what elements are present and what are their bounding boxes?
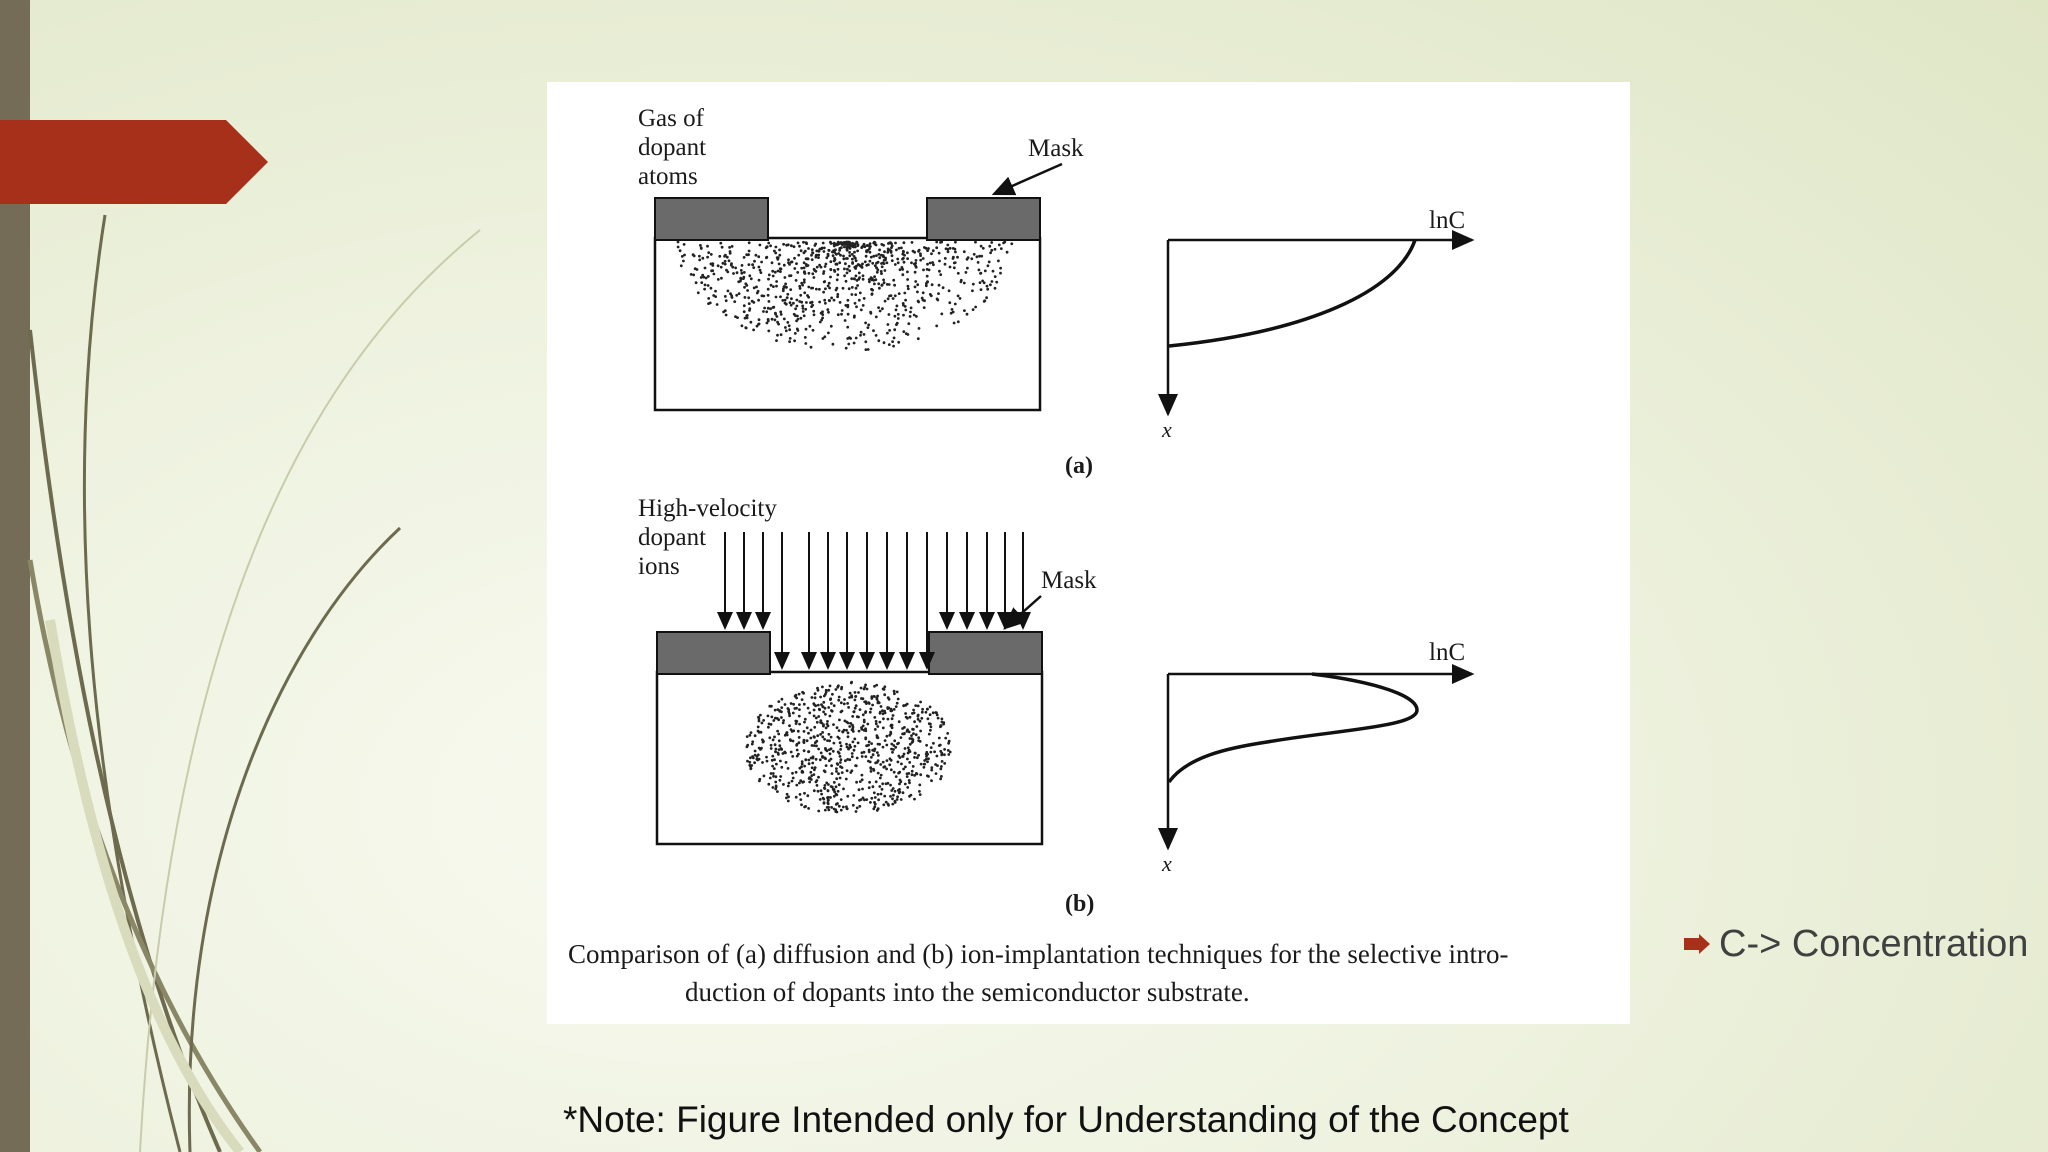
caption-line-2: duction of dopants into the semiconducto…: [685, 977, 1250, 1007]
panel-label-a: (a): [1065, 453, 1093, 479]
bullet-text: C-> Concentration: [1719, 922, 2029, 965]
gas-label-line2: dopant: [638, 134, 706, 161]
profile-graph-a: lnC x: [1158, 207, 1475, 442]
dopant-dots-b: [745, 680, 952, 814]
substrate-a: [653, 236, 1042, 412]
substrate-b: [655, 670, 1044, 846]
gas-label-line3: atoms: [638, 163, 698, 190]
swoosh-curves: [27, 214, 481, 1152]
profile-graph-b: lnC x: [1158, 639, 1475, 876]
mask-right-a: [926, 197, 1041, 241]
arrow-bullet-icon: [1684, 934, 1710, 954]
implantation-profile-curve: [1167, 672, 1419, 784]
diffusion-diagram: Gas of dopant atoms Mask: [638, 105, 1084, 412]
diffusion-profile-curve: [1168, 239, 1417, 348]
footnote: *Note: Figure Intended only for Understa…: [563, 1099, 1569, 1140]
mask-left-b: [656, 631, 771, 675]
mask-right-b: [928, 631, 1043, 675]
mask-label-a: Mask: [1028, 135, 1084, 162]
dopant-dots-a: [676, 240, 1014, 351]
gas-label-line1: Gas of: [638, 105, 705, 132]
figure-panel: Gas of dopant atoms Mask lnC x (a) High-…: [547, 82, 1630, 1024]
axis-lnc-label-a: lnC: [1429, 207, 1465, 234]
axis-x-label-a: x: [1161, 417, 1172, 442]
ions-label-line2: dopant: [638, 524, 706, 551]
axis-x-label-b: x: [1161, 851, 1172, 876]
mask-left-a: [654, 197, 769, 241]
axis-lnc-label-b: lnC: [1429, 639, 1465, 666]
mask-label-b: Mask: [1041, 567, 1097, 594]
section-arrow-tab: [0, 120, 268, 204]
ions-label-line1: High-velocity: [638, 495, 777, 522]
caption-line-1: Comparison of (a) diffusion and (b) ion-…: [568, 939, 1509, 969]
panel-label-b: (b): [1065, 891, 1094, 917]
implantation-diagram: High-velocity dopant ions Mask: [638, 495, 1097, 846]
ion-beam-arrows: [717, 532, 1031, 670]
bullet-item: C-> Concentration: [1683, 920, 2028, 968]
ions-label-line3: ions: [638, 553, 680, 580]
